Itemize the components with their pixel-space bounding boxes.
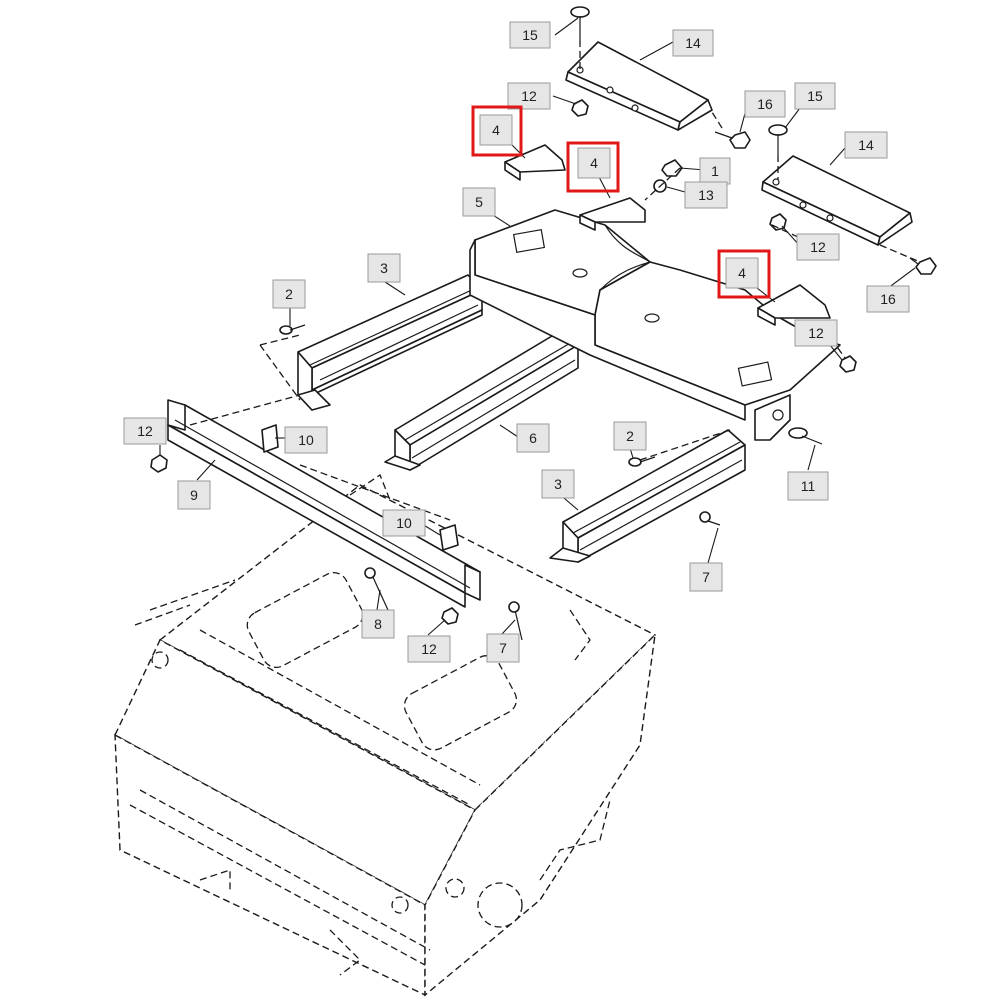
rail-3-upper [297, 274, 483, 411]
callout-12-top: 12 [507, 82, 551, 110]
svg-text:12: 12 [521, 88, 537, 104]
callout-4-middle: 4 [566, 141, 620, 193]
bracket-4-right [757, 284, 831, 326]
callout-7-lower: 7 [486, 633, 520, 663]
callout-2-right: 2 [613, 421, 647, 451]
svg-text:7: 7 [702, 569, 710, 585]
bolt-15-upper [570, 6, 590, 70]
callout-10-lower: 10 [382, 509, 426, 537]
nut-12-lower [441, 607, 459, 625]
callout-6: 6 [516, 423, 550, 453]
callout-10-left: 10 [284, 426, 328, 454]
svg-text:14: 14 [685, 35, 701, 51]
svg-text:10: 10 [298, 432, 314, 448]
highlight-box [471, 105, 523, 157]
bracket-4-left [504, 144, 566, 181]
svg-text:15: 15 [807, 88, 823, 104]
callout-13: 13 [684, 181, 728, 209]
svg-text:15: 15 [522, 27, 538, 43]
svg-text:4: 4 [590, 155, 598, 171]
callout-16-top: 16 [744, 90, 786, 118]
clip-10-left [261, 424, 279, 453]
bolt-16-upper [714, 131, 751, 149]
bolt-7-lower [508, 601, 523, 641]
crossbar-9 [167, 399, 481, 608]
callout-12-lower: 12 [407, 635, 451, 663]
callout-12-right: 12 [794, 319, 838, 347]
svg-text:4: 4 [492, 122, 500, 138]
callout-9: 9 [177, 480, 211, 510]
bolt-15-right [768, 124, 788, 155]
callout-14-top: 14 [672, 29, 714, 57]
svg-text:7: 7 [499, 640, 507, 656]
highlight-box [566, 141, 620, 193]
bolt-7-upper [699, 511, 721, 526]
svg-text:14: 14 [858, 137, 874, 153]
nut-12-left [150, 454, 168, 473]
callout-8: 8 [361, 609, 395, 639]
bolt-16-lower [909, 257, 937, 275]
svg-text:2: 2 [626, 428, 634, 444]
screw-1 [661, 159, 683, 177]
svg-text:12: 12 [810, 239, 826, 255]
callout-16-right: 16 [866, 285, 910, 313]
callout-15-top: 15 [509, 21, 551, 49]
callout-3-upper: 3 [367, 253, 401, 283]
bolt-2-left [279, 324, 306, 335]
callout-3-lower: 3 [541, 469, 575, 499]
svg-text:3: 3 [380, 260, 388, 276]
callout-4-left: 4 [471, 105, 523, 157]
bolt-11 [788, 427, 823, 445]
leader-lines [159, 17, 916, 636]
callout-2-left: 2 [272, 279, 306, 309]
svg-text:12: 12 [137, 423, 153, 439]
callout-12-left: 12 [123, 417, 167, 445]
bracket-4-middle [579, 197, 646, 231]
callout-7-upper: 7 [689, 562, 723, 592]
svg-text:16: 16 [757, 96, 773, 112]
bracket-14-upper [565, 41, 713, 131]
rail-3-lower [549, 429, 746, 563]
svg-text:5: 5 [475, 194, 483, 210]
callout-12-mid: 12 [796, 233, 840, 261]
svg-text:9: 9 [190, 487, 198, 503]
svg-text:4: 4 [738, 265, 746, 281]
svg-text:2: 2 [285, 286, 293, 302]
svg-text:11: 11 [801, 478, 816, 494]
callout-1: 1 [699, 157, 731, 185]
clip-10-lower [439, 524, 459, 551]
svg-text:1: 1 [711, 163, 719, 179]
nut-12-right [839, 355, 857, 373]
bolt-2-right [628, 456, 656, 467]
svg-text:6: 6 [529, 430, 537, 446]
callout-4-right: 4 [717, 249, 771, 299]
callout-15-right: 15 [794, 82, 836, 110]
svg-text:3: 3 [554, 476, 562, 492]
nut-12-top [571, 99, 589, 117]
svg-text:16: 16 [880, 291, 896, 307]
callout-5: 5 [462, 187, 496, 217]
svg-text:8: 8 [374, 616, 382, 632]
bracket-14-lower [761, 155, 913, 246]
callout-11: 11 [787, 471, 829, 501]
svg-text:12: 12 [808, 325, 824, 341]
svg-text:12: 12 [421, 641, 437, 657]
highlight-box [717, 249, 771, 299]
svg-text:13: 13 [698, 187, 714, 203]
plate-5 [469, 209, 841, 441]
svg-text:10: 10 [396, 515, 412, 531]
callout-14-right: 14 [844, 131, 888, 159]
